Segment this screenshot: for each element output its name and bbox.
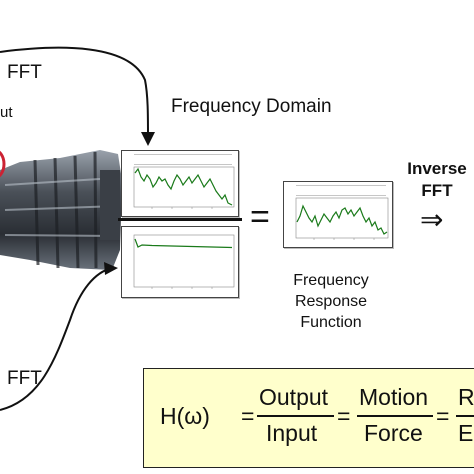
plot-title-placeholder [296,185,386,196]
formula-equals-1: = [241,403,255,429]
denominator-input: Input [266,420,318,446]
output-trace [134,167,233,206]
fraction-bar-1 [257,415,334,417]
formula-equals-2: = [337,403,351,429]
denominator-partial: E [458,420,474,446]
frequency-domain-label: Frequency Domain [171,96,332,117]
arrow-to-input-plot [0,267,113,411]
frf-trace [296,204,388,235]
output-spectrum-plot [121,150,239,217]
fraction-bar-3 [456,415,474,417]
double-arrow-icon: ⇒ [420,204,444,235]
input-label-partial: ut [0,104,13,121]
highlight-ring [0,150,6,178]
frf-label: Frequency Response Function [293,272,369,331]
formula-equals-3: = [436,403,450,429]
numerator-partial: R [458,384,474,410]
frf-plot [283,181,393,248]
input-trace [134,238,233,249]
arrow-to-output-plot [0,46,149,139]
division-bar [118,218,242,221]
fft-label-top: FFT [7,62,42,83]
fft-label-bottom: FFT [7,368,42,389]
fraction-bar-2 [357,415,433,417]
arrowhead-top [141,132,155,146]
transmission-image [0,150,122,270]
inverse-fft-label: Inverse FFT [407,159,467,200]
h-omega: H(ω) [160,403,210,429]
numerator-motion: Motion [359,384,429,410]
equals-sign: = [250,198,270,236]
plot-title-placeholder [134,154,232,165]
formula-box [143,368,474,468]
arrowhead-bottom [104,262,118,275]
denominator-force: Force [364,420,423,446]
input-spectrum-plot [121,226,239,298]
numerator-output: Output [259,384,329,410]
